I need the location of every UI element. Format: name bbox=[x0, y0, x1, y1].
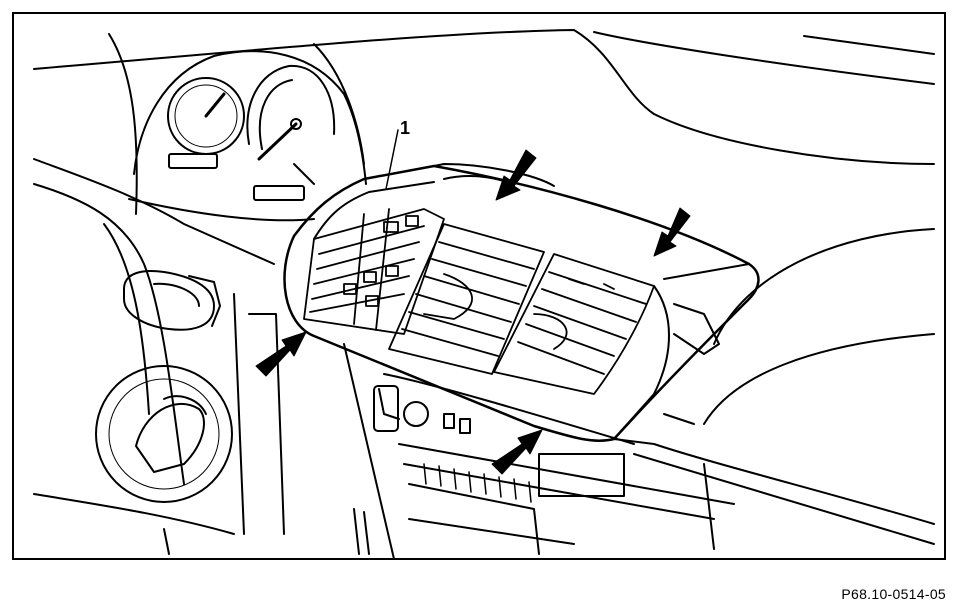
left-dash-panel bbox=[33, 158, 285, 555]
illustration-frame: 1 bbox=[12, 12, 946, 560]
arrow-top-center bbox=[495, 149, 537, 201]
callout-leader-line bbox=[385, 129, 399, 190]
arrow-top-right bbox=[653, 207, 691, 257]
center-console bbox=[343, 343, 735, 558]
right-dash-panel bbox=[613, 228, 935, 550]
middle-vent-grille bbox=[388, 223, 545, 375]
callout-number-1: 1 bbox=[400, 118, 411, 138]
radio-buttons bbox=[423, 463, 532, 503]
display-window bbox=[538, 453, 625, 497]
arrow-left bbox=[255, 331, 307, 377]
instrument-cluster bbox=[108, 33, 367, 222]
console-knob bbox=[403, 401, 429, 427]
arrow-bottom bbox=[491, 429, 543, 475]
figure-reference-code: P68.10-0514-05 bbox=[841, 586, 946, 602]
gauge-window-right bbox=[253, 185, 305, 201]
center-air-vent-assembly bbox=[283, 129, 760, 442]
dash-top-contour bbox=[33, 29, 935, 165]
right-vent-grille bbox=[493, 253, 655, 395]
light-switch-knob bbox=[123, 270, 221, 331]
rotary-switch bbox=[95, 365, 233, 503]
gauge-window-left bbox=[168, 153, 218, 169]
dashboard-line-drawing bbox=[33, 29, 935, 558]
pointer-arrows bbox=[255, 149, 691, 475]
